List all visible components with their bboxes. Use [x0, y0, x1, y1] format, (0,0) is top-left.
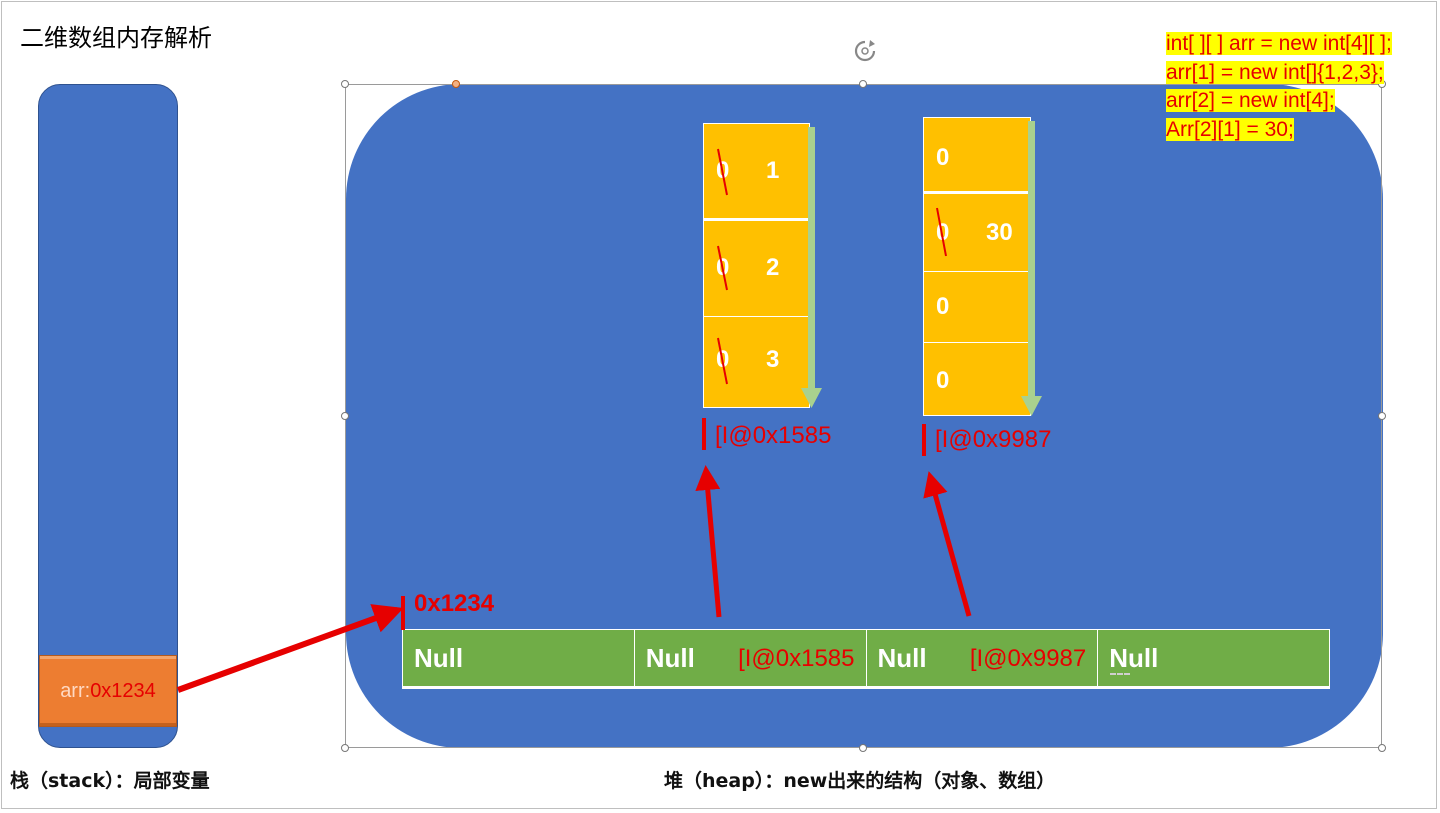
stack-variable-arr: arr:0x1234: [39, 655, 177, 727]
resize-handle-bottom-left[interactable]: [341, 744, 349, 752]
outer-array-cell: Null: [403, 630, 635, 686]
slot-new-value: 1: [766, 157, 780, 184]
index-direction-arrow-2: [1021, 121, 1042, 416]
inner-array-2-address-marker: [922, 424, 926, 456]
outer-cell-reference: [I@0x1585: [738, 645, 855, 672]
reference-arrow-2: [923, 471, 972, 617]
code-text: Arr[2][1] = 30;: [1166, 117, 1294, 141]
stack-caption: 栈（stack）：局部变量: [10, 770, 210, 792]
outer-array-cell: Null [I@0x1585: [635, 630, 867, 686]
inner-array-1-address-marker: [702, 418, 706, 450]
code-snippet: int[ ][ ] arr = new int[4][ ]; arr[1] = …: [1166, 30, 1392, 144]
slot-old-value: 0: [936, 367, 950, 394]
code-line: Arr[2][1] = 30;: [1166, 116, 1392, 145]
rotate-handle-icon[interactable]: [852, 38, 878, 64]
slot-old-value: 0: [936, 293, 950, 320]
index-direction-arrow-1: [801, 127, 822, 408]
outer-array: Null Null [I@0x1585 Null [I@0x9987 Null: [402, 629, 1330, 689]
outer-cell-value: Null: [877, 643, 927, 673]
reference-arrow-1: [695, 465, 722, 618]
stack-variable-name: arr:: [60, 679, 91, 702]
outer-cell-reference: [I@0x9987: [969, 645, 1087, 672]
outer-array-address: 0x1234: [414, 590, 495, 617]
resize-handle-right[interactable]: [1378, 412, 1386, 420]
adjust-handle[interactable]: [452, 80, 460, 88]
inner-array-2: 0 0 30 0 0: [923, 117, 1031, 416]
outer-array-cell: Null [I@0x9987: [867, 630, 1099, 686]
inner-array-2-slot: 0: [924, 342, 1030, 415]
old-value-strikes: [717, 148, 947, 385]
code-line: arr[1] = new int[]{1,2,3};: [1166, 59, 1392, 88]
code-text: arr[1] = new int[]{1,2,3};: [1166, 60, 1384, 84]
strike-mark: [717, 337, 728, 385]
spellcheck-underline: [1110, 673, 1131, 675]
strike-mark: [717, 245, 728, 291]
resize-handle-top[interactable]: [859, 80, 867, 88]
outer-cell-value: Null: [1109, 643, 1159, 673]
strike-mark: [717, 148, 728, 196]
slot-new-value: 30: [986, 219, 1013, 246]
strike-mark: [936, 207, 947, 257]
outer-cell-value: Null: [645, 643, 695, 673]
slide-title: 二维数组内存解析: [20, 24, 212, 52]
code-line: arr[2] = new int[4];: [1166, 87, 1392, 116]
slot-old-value: 0: [936, 144, 950, 171]
resize-handle-top-left[interactable]: [341, 80, 349, 88]
outer-cell-value: Null: [414, 643, 464, 673]
outer-array-cell: Null: [1098, 630, 1329, 686]
stack-variable-value: 0x1234: [90, 679, 156, 702]
inner-array-1-address: [I@0x1585: [715, 422, 832, 449]
inner-array-2-slot: 0: [924, 268, 1030, 343]
slot-new-value: 2: [766, 254, 780, 281]
resize-handle-bottom[interactable]: [859, 744, 867, 752]
resize-handle-bottom-right[interactable]: [1378, 744, 1386, 752]
inner-array-2-address: [I@0x9987: [935, 426, 1052, 453]
stack-to-heap-arrow: [176, 604, 404, 693]
code-line: int[ ][ ] arr = new int[4][ ];: [1166, 30, 1392, 59]
stack-region: [38, 84, 178, 748]
slot-new-value: 3: [766, 346, 780, 373]
resize-handle-left[interactable]: [341, 412, 349, 420]
code-text: int[ ][ ] arr = new int[4][ ];: [1166, 32, 1392, 55]
code-text: arr[2] = new int[4];: [1166, 89, 1335, 112]
inner-array-1: 0 1 0 2 0 3: [703, 123, 810, 408]
heap-caption: 堆（heap）：new出来的结构（对象、数组）: [664, 770, 1056, 792]
